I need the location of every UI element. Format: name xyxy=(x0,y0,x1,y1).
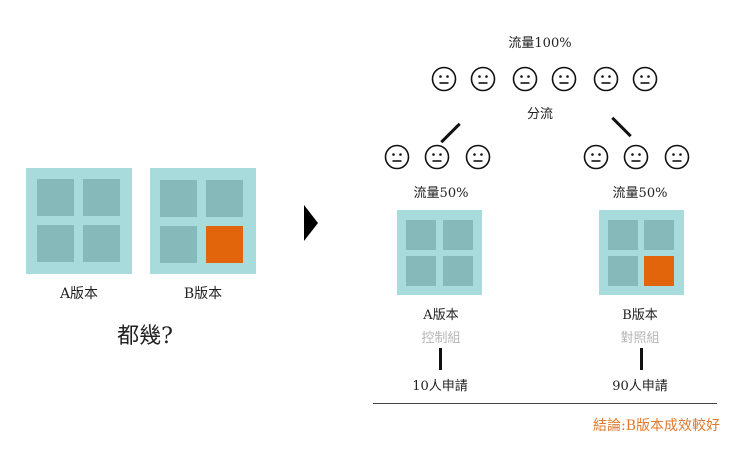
neutral-face-icon xyxy=(593,66,619,92)
neutral-face-icon xyxy=(583,144,609,170)
split-line-left xyxy=(440,122,461,144)
mockup-cell xyxy=(160,226,197,263)
mockup-cell xyxy=(443,220,473,250)
group-a-traffic-label: 流量50% xyxy=(413,186,469,201)
group-b-role-label: 對照組 xyxy=(620,331,660,346)
mockup-cell xyxy=(37,179,74,216)
neutral-face-icon xyxy=(623,144,649,170)
mockup-cell xyxy=(443,256,473,286)
group-b-result-label: 90人申請 xyxy=(612,379,668,394)
group-a-connector xyxy=(439,348,442,370)
mockup-cell xyxy=(608,256,638,286)
mockup-cell-highlighted xyxy=(206,226,243,263)
neutral-face-icon xyxy=(465,144,491,170)
mockup-cell xyxy=(608,220,638,250)
version-a-mockup xyxy=(26,168,132,274)
mockup-cell xyxy=(206,180,243,217)
triangle-right-icon xyxy=(304,205,318,241)
neutral-face-icon xyxy=(431,66,457,92)
version-a-label: A版本 xyxy=(59,286,99,302)
neutral-face-icon xyxy=(384,144,410,170)
group-b-traffic-label: 流量50% xyxy=(612,186,668,201)
group-a-result-label: 10人申請 xyxy=(412,379,468,394)
split-line-right xyxy=(611,116,632,138)
group-b-mockup xyxy=(599,210,684,295)
mockup-cell xyxy=(37,225,74,262)
divider xyxy=(373,403,717,404)
mockup-cell xyxy=(406,256,436,286)
group-a-role-label: 控制組 xyxy=(421,331,461,346)
split-label: 分流 xyxy=(526,107,553,122)
group-a-mockup xyxy=(397,210,482,295)
neutral-face-icon xyxy=(632,66,658,92)
conclusion-text: 結論:B版本成效較好 xyxy=(592,418,720,434)
question-text: 都幾? xyxy=(117,324,173,349)
group-b-connector xyxy=(640,348,643,370)
group-a-version-label: A版本 xyxy=(423,308,459,323)
mockup-cell-highlighted xyxy=(644,256,674,286)
mockup-cell xyxy=(83,179,120,216)
mockup-cell xyxy=(644,220,674,250)
mockup-cell xyxy=(83,225,120,262)
group-b-version-label: B版本 xyxy=(622,308,658,323)
neutral-face-icon xyxy=(512,66,538,92)
traffic-total-label: 流量100% xyxy=(508,36,572,51)
version-b-mockup xyxy=(150,168,256,274)
neutral-face-icon xyxy=(424,144,450,170)
neutral-face-icon xyxy=(664,144,690,170)
mockup-cell xyxy=(406,220,436,250)
mockup-cell xyxy=(160,180,197,217)
version-b-label: B版本 xyxy=(183,286,223,302)
neutral-face-icon xyxy=(470,66,496,92)
neutral-face-icon xyxy=(551,66,577,92)
